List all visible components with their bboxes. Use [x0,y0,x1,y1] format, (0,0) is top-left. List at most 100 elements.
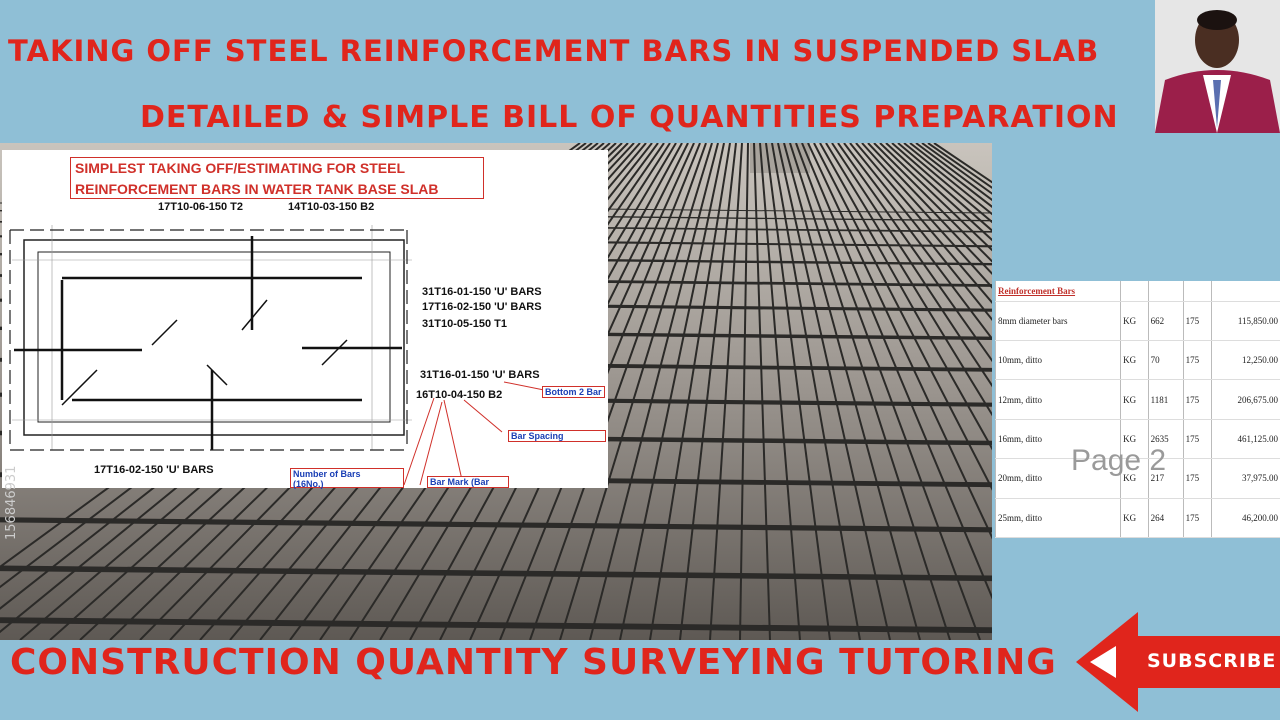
rebar-line [783,143,921,640]
stock-watermark: 156846931 [4,465,19,540]
rebar-line [0,517,992,533]
page-number-overlay: Page 2 [1071,444,1167,477]
rebar-line [777,143,891,640]
boq-qty: 70 [1147,340,1184,381]
rebar-line [589,143,719,640]
boq-qty: 2635 [1147,419,1184,460]
title-line-2: DETAILED & SIMPLE BILL OF QUANTITIES PRE… [140,100,1119,135]
subscribe-button[interactable] [1076,612,1280,712]
boq-unit: KG [1120,379,1149,420]
note-bar-spacing: Bar Spacing [508,430,606,442]
table-row: 16mm, ditto KG 2635 175 461,125.00 [994,419,1280,460]
bar-label: 17T16-02-150 'U' BARS [94,464,214,476]
play-icon [1090,646,1116,678]
boq-unit: KG [1120,301,1149,341]
rebar-line [765,143,831,640]
table-row: 8mm diameter bars KG 662 175 115,850.00 [994,301,1280,341]
rebar-line [679,143,737,640]
diagram-heading-line1: SIMPLEST TAKING OFF/ESTIMATING FOR STEEL [75,160,406,176]
boq-unit: KG [1120,340,1149,381]
title-line-1: TAKING OFF STEEL REINFORCEMENT BARS IN S… [8,34,1100,68]
rebar-line [873,143,992,263]
rebar-line [825,143,992,417]
rebar-line [753,143,771,640]
boq-qty: 662 [1147,301,1184,341]
rebar-line [649,143,731,640]
bar-label: 14T10-03-150 B2 [288,201,375,213]
boq-desc: 10mm, ditto [994,340,1121,381]
boq-qty: 217 [1147,458,1184,499]
note-bottom-bar: Bottom 2 Bar [542,386,605,398]
boq-amount: 206,675.00 [1210,379,1280,420]
bar-label: 31T16-01-150 'U' BARS [420,369,540,381]
title-line-3: CONSTRUCTION QUANTITY SURVEYING TUTORING [10,642,1057,683]
slab-reinforcement-diagram: SIMPLEST TAKING OFF/ESTIMATING FOR STEEL… [2,150,608,489]
rebar-line [771,143,861,640]
note-number-sub: (16No.) [293,479,324,489]
note-bar-mark: Bar Mark (Bar [427,476,509,488]
rebar-line [831,143,992,388]
bar-label: 31T10-05-150 T1 [422,318,507,330]
bar-label: 31T16-01-150 'U' BARS [422,286,542,298]
diagram-heading-line2: REINFORCEMENT BARS IN WATER TANK BASE SL… [75,181,439,197]
boq-header: Reinforcement Bars [994,281,1121,302]
rebar-line [559,143,713,640]
boq-desc: 25mm, ditto [994,498,1121,539]
boq-desc: 12mm, ditto [994,379,1121,420]
boq-rate: 175 [1182,498,1212,539]
note-number-of-bars: Number of Bars (16No.) [290,468,404,489]
rebar-line [885,143,992,242]
bar-label: 16T10-04-150 B2 [416,389,503,401]
rebar-line [789,143,951,640]
boq-amount: 12,250.00 [1210,340,1280,381]
note-number-text: Number of Bars [293,469,361,479]
boq-desc: 16mm, ditto [994,419,1121,460]
table-row: 25mm, ditto KG 264 175 46,200.00 [994,498,1280,539]
rebar-line [619,143,725,640]
rebar-line [759,143,801,640]
rebar-line [879,143,992,252]
boq-desc: 20mm, ditto [994,458,1121,499]
rebar-line [849,143,992,322]
boq-rate: 175 [1182,379,1212,420]
boq-unit: KG [1120,419,1149,460]
rebar-line [529,143,707,640]
rebar-line [819,143,992,451]
boq-desc: 8mm diameter bars [994,301,1121,341]
rebar-line [795,143,981,640]
presenter-avatar [1155,0,1280,133]
subscribe-label[interactable]: SUBSCRIBE [1147,650,1277,672]
rebar-line [739,143,749,640]
rebar-line [709,143,743,640]
table-row: 12mm, ditto KG 1181 175 206,675.00 [994,379,1280,420]
diagram-heading: SIMPLEST TAKING OFF/ESTIMATING FOR STEEL… [70,157,484,199]
rebar-line [0,565,992,582]
table-row: 10mm, ditto KG 70 175 12,250.00 [994,340,1280,381]
boq-rate: 175 [1182,419,1212,460]
rebar-line [0,617,992,634]
bar-label: 17T10-06-150 T2 [158,201,243,213]
rebar-line [861,143,992,289]
table-row: 20mm, ditto KG 217 175 37,975.00 [994,458,1280,499]
boq-qty: 264 [1147,498,1184,539]
boq-amount: 46,200.00 [1210,498,1280,539]
rebar-line [807,143,992,540]
boq-unit: KG [1120,458,1149,499]
rebar-line [867,143,992,276]
boq-unit: KG [1120,498,1149,539]
boq-rate: 175 [1182,458,1212,499]
rebar-line [813,143,992,491]
bar-label: 17T16-02-150 'U' BARS [422,301,542,313]
rebar-line [855,143,992,304]
boq-amount: 461,125.00 [1210,419,1280,460]
boq-rate: 175 [1182,340,1212,381]
boq-amount: 115,850.00 [1210,301,1280,341]
rebar-line [801,143,992,600]
rebar-line [837,143,992,363]
rebar-line [843,143,992,341]
rebar-line [891,143,992,232]
boq-qty: 1181 [1147,379,1184,420]
boq-amount: 37,975.00 [1210,458,1280,499]
bill-of-quantities-table: Reinforcement Bars 8mm diameter bars KG … [994,281,1280,539]
boq-rate: 175 [1182,301,1212,341]
